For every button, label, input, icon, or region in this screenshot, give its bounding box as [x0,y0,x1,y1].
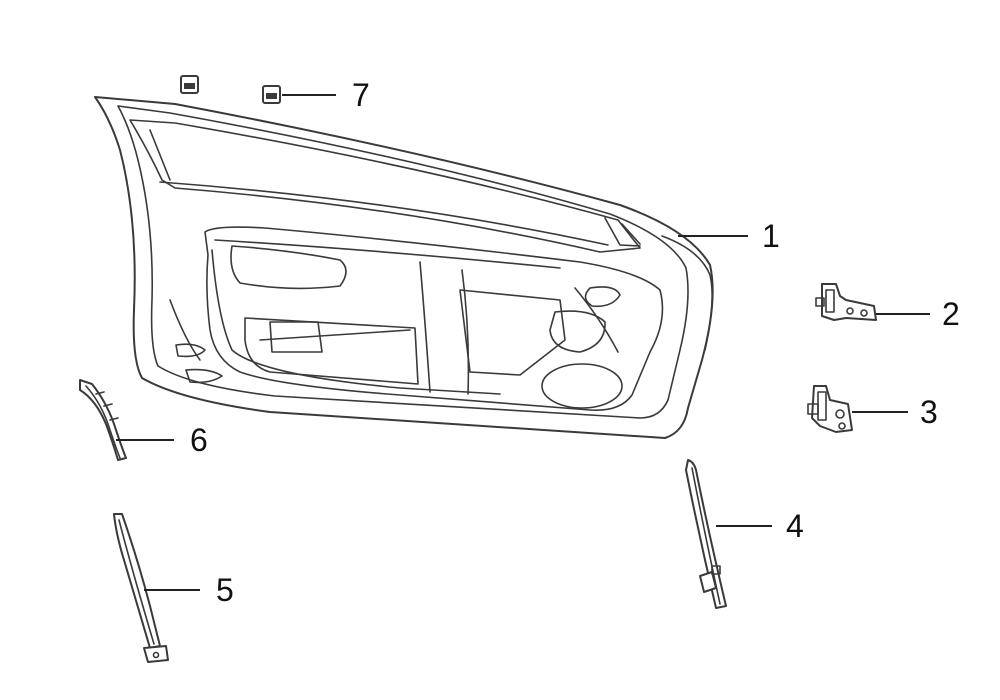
lower-hinge-part [807,385,853,433]
door-shell-part [94,96,714,439]
clip-part-7b [262,85,281,104]
callout-label-1: 1 [762,218,780,254]
callout-label-2: 2 [942,296,960,332]
callout-label-7: 7 [352,77,370,113]
front-window-channel-part [113,513,169,663]
callout-label-3: 3 [920,394,938,430]
callout-label-6: 6 [190,422,208,458]
clip-part-7a [180,75,199,94]
seal-strip-part [79,379,127,461]
callout-label-5: 5 [216,572,234,608]
upper-hinge-part [815,283,877,321]
callout-label-4: 4 [786,508,804,544]
rear-window-channel-part [685,459,727,609]
